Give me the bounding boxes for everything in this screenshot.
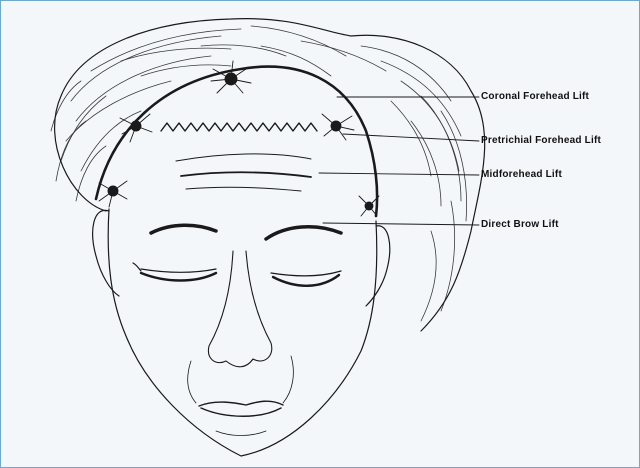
- hair-texture: [51, 26, 467, 321]
- leader-direct-brow: [323, 223, 479, 225]
- right-eyebrow: [266, 227, 341, 239]
- leader-pretrichial: [343, 134, 479, 141]
- face-outline: [108, 209, 377, 456]
- label-coronal-forehead-lift: Coronal Forehead Lift: [481, 91, 589, 102]
- leader-midforehead: [319, 173, 479, 175]
- label-midforehead-lift: Midforehead Lift: [481, 169, 562, 180]
- label-pretrichial-forehead-lift: Pretrichial Forehead Lift: [481, 135, 601, 146]
- mouth: [199, 401, 283, 416]
- leader-lines: [319, 97, 479, 225]
- chin-crease: [216, 431, 266, 436]
- coronal-incision: [96, 67, 377, 216]
- nose: [208, 251, 271, 367]
- right-ear: [366, 226, 390, 306]
- pretrichial-incision: [161, 123, 317, 131]
- left-ear: [93, 210, 119, 296]
- closed-eyes: [133, 263, 341, 286]
- forehead-lines: [176, 154, 311, 191]
- cheek-lines: [188, 356, 294, 403]
- label-direct-brow-lift: Direct Brow Lift: [481, 219, 559, 230]
- incision-marks: [99, 61, 379, 216]
- left-eyebrow: [151, 225, 216, 233]
